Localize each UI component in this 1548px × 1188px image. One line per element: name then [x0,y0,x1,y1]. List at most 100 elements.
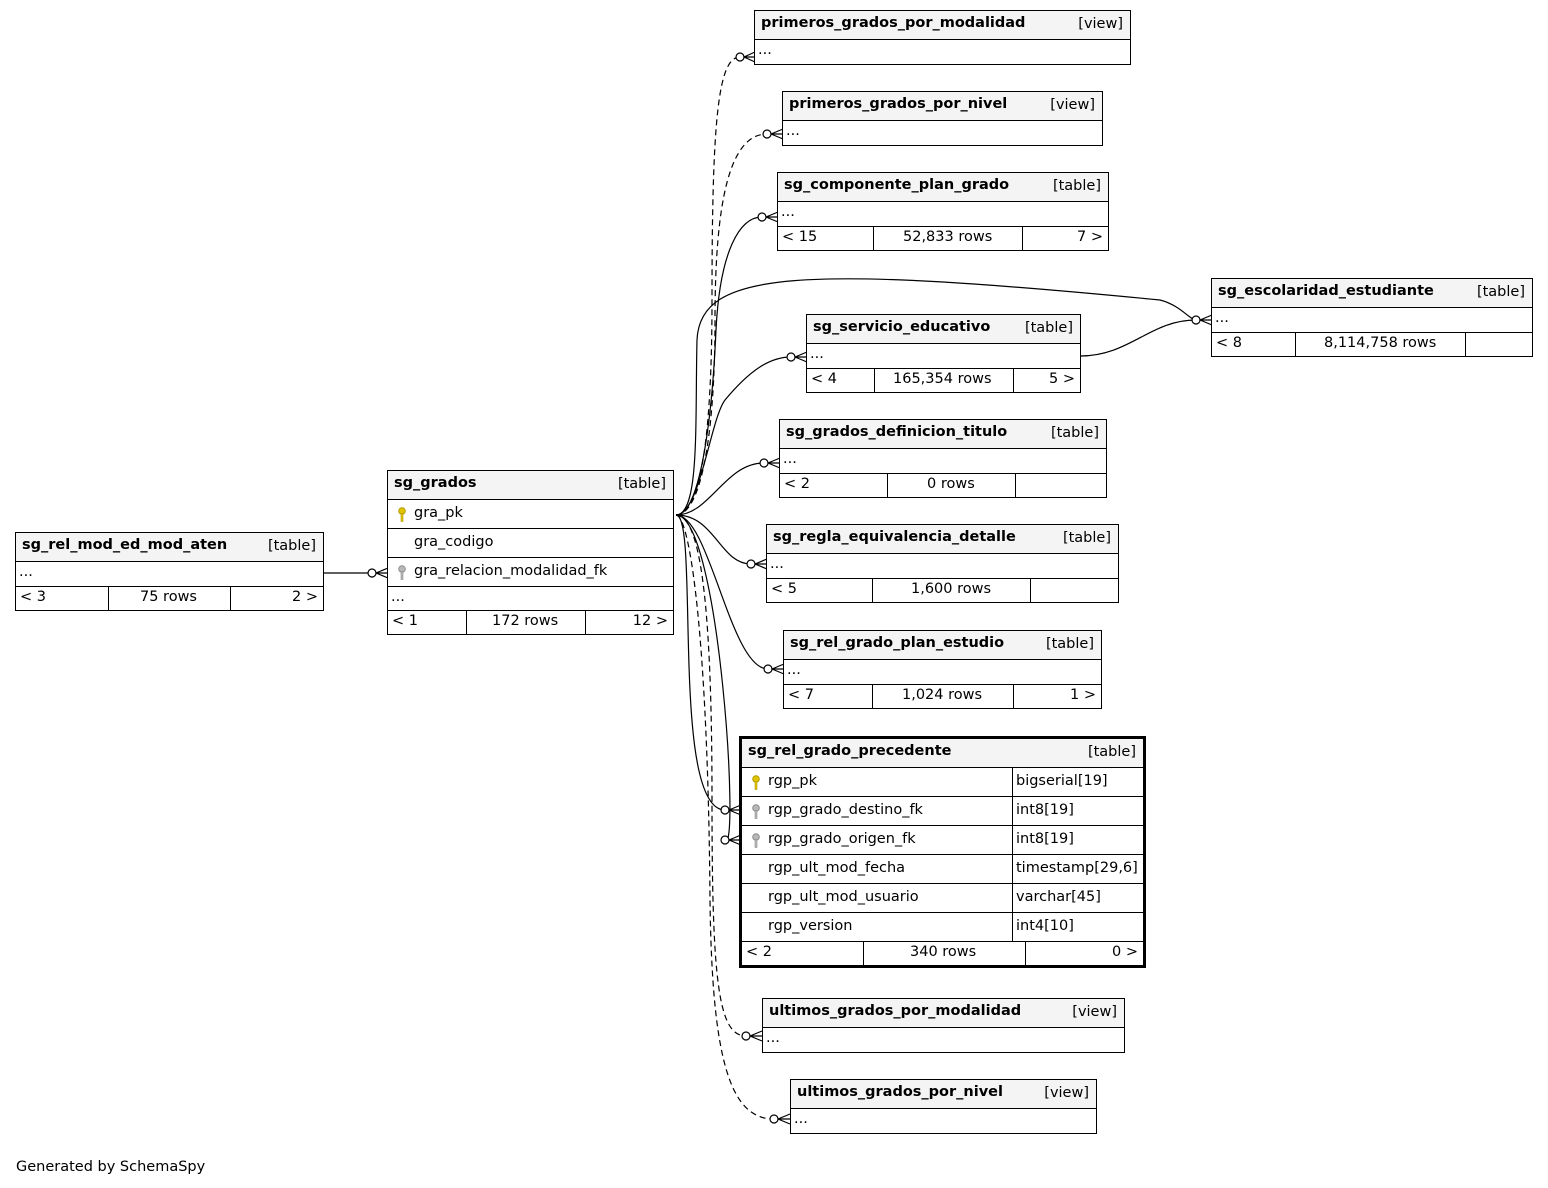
parents-count[interactable]: < 8 [1216,335,1242,351]
column-row: rgp_grado_origen_fk int8[19] [742,826,1143,855]
ellipsis: ... [786,123,800,139]
table-header: sg_rel_grado_plan_estudio [table] [784,631,1101,660]
table-name[interactable]: ultimos_grados_por_nivel [797,1084,1003,1100]
table-name[interactable]: sg_escolaridad_estudiante [1218,283,1434,299]
table-header: sg_componente_plan_grado [table] [778,173,1108,202]
table-sg-servicio-educativo[interactable]: sg_servicio_educativo [table] ... < 4 16… [806,314,1081,393]
column-row: rgp_grado_destino_fk int8[19] [742,797,1143,826]
parents-count[interactable]: < 2 [784,476,810,492]
table-header: sg_servicio_educativo [table] [807,315,1080,344]
crows-foot [375,567,389,579]
ellipsis: ... [391,589,405,605]
column-name[interactable]: rgp_ult_mod_fecha [768,860,906,876]
children-count[interactable]: 12 > [632,613,668,629]
column-name[interactable]: rgp_pk [768,773,817,789]
table-name[interactable]: primeros_grados_por_nivel [789,96,1008,112]
table-footer: < 2 0 rows [780,474,1106,497]
table-header: sg_regla_equivalencia_detalle [table] [767,525,1118,554]
edge-sg-servicio-to-escolaridad [1079,319,1197,357]
column-name[interactable]: rgp_ult_mod_usuario [768,889,919,905]
table-name[interactable]: sg_servicio_educativo [813,319,991,335]
edge-sg-grados-definicion-titulo [675,462,765,516]
table-name[interactable]: sg_regla_equivalencia_detalle [773,529,1016,545]
children-count[interactable]: 1 > [1070,687,1096,703]
table-sg-componente-plan-grado[interactable]: sg_componente_plan_grado [table] ... < 1… [777,172,1109,251]
edge-end-circle [735,52,745,62]
parents-count[interactable]: < 2 [746,944,772,960]
column-row: rgp_ult_mod_fecha timestamp[29,6] [742,855,1143,884]
column-type: int8[19] [1016,831,1074,847]
table-sg-regla-equivalencia-detalle[interactable]: sg_regla_equivalencia_detalle [table] ..… [766,524,1119,603]
edge-end-circle [769,1114,779,1124]
edge-primeros-grados-por-nivel [675,133,768,516]
table-sg-rel-mod-ed-mod-aten[interactable]: sg_rel_mod_ed_mod_aten [table] ... < 3 7… [15,532,324,611]
table-sg-escolaridad-estudiante[interactable]: sg_escolaridad_estudiante [table] ... < … [1211,278,1533,357]
crows-foot [767,457,781,469]
table-ellipsis-row: ... [763,1028,1124,1052]
children-count[interactable]: 2 > [292,589,318,605]
column-name[interactable]: rgp_grado_destino_fk [768,802,923,818]
table-name[interactable]: sg_grados [394,475,477,491]
table-type: [table] [267,538,316,554]
edge-end-circle [757,212,767,222]
ellipsis: ... [810,346,824,362]
column-type: int4[10] [1016,918,1074,934]
table-header: sg_grados_definicion_titulo [table] [780,420,1106,449]
table-header: primeros_grados_por_modalidad [view] [755,11,1130,40]
table-ellipsis-row: ... [783,121,1102,145]
edge-end-circle [741,1031,751,1041]
column-name[interactable]: gra_codigo [414,534,494,550]
parents-count[interactable]: < 4 [811,371,837,387]
table-name[interactable]: sg_rel_grado_plan_estudio [790,635,1005,651]
table-name[interactable]: primeros_grados_por_modalidad [761,15,1026,31]
table-ellipsis-row: ... [780,449,1106,474]
table-name[interactable]: sg_grados_definicion_titulo [786,424,1008,440]
column-name[interactable]: rgp_grado_origen_fk [768,831,916,847]
table-type: [table] [1050,425,1099,441]
parents-count[interactable]: < 15 [782,229,818,245]
table-ultimos-grados-por-nivel[interactable]: ultimos_grados_por_nivel [view] ... [790,1079,1097,1134]
table-sg-rel-grado-precedente[interactable]: sg_rel_grado_precedente [table] rgp_pk b… [739,736,1146,968]
table-ellipsis-row: ... [807,344,1080,369]
column-type: bigserial[19] [1016,773,1108,789]
table-ellipsis-row: ... [778,202,1108,227]
crows-foot [749,1030,763,1042]
table-type: [view] [1044,1085,1089,1101]
table-primeros-grados-por-modalidad[interactable]: primeros_grados_por_modalidad [view] ... [754,10,1131,65]
column-name[interactable]: gra_relacion_modalidad_fk [414,563,608,579]
parents-count[interactable]: < 3 [20,589,46,605]
table-type: [table] [1087,744,1136,760]
foreign-key-icon [398,565,406,580]
table-ultimos-grados-por-modalidad[interactable]: ultimos_grados_por_modalidad [view] ... [762,998,1125,1053]
table-sg-rel-grado-plan-estudio[interactable]: sg_rel_grado_plan_estudio [table] ... < … [783,630,1102,709]
ellipsis: ... [1215,310,1229,326]
table-type: [table] [1062,530,1111,546]
column-name[interactable]: gra_pk [414,505,463,521]
children-count[interactable]: 7 > [1077,229,1103,245]
row-count: 172 rows [492,613,559,629]
row-count: 340 rows [910,944,977,960]
column-row: gra_pk [388,500,673,529]
table-header: sg_rel_mod_ed_mod_aten [table] [16,533,323,562]
children-count[interactable]: 0 > [1112,944,1138,960]
table-primeros-grados-por-nivel[interactable]: primeros_grados_por_nivel [view] ... [782,91,1103,146]
children-count[interactable]: 5 > [1049,371,1075,387]
table-name[interactable]: ultimos_grados_por_modalidad [769,1003,1022,1019]
parents-count[interactable]: < 7 [788,687,814,703]
table-sg-grados[interactable]: sg_grados [table] gra_pk gra_codigo gra_… [387,470,674,635]
crows-foot [765,211,779,223]
table-name[interactable]: sg_componente_plan_grado [784,177,1010,193]
column-row: gra_relacion_modalidad_fk [388,558,673,587]
ellipsis: ... [787,662,801,678]
parents-count[interactable]: < 1 [392,613,418,629]
table-footer: < 15 52,833 rows 7 > [778,227,1108,250]
primary-key-icon [752,775,760,790]
parents-count[interactable]: < 5 [771,581,797,597]
edge-sg-escolaridad-estudiante [675,278,1197,516]
column-type: timestamp[29,6] [1016,860,1138,876]
table-name[interactable]: sg_rel_mod_ed_mod_aten [22,537,228,553]
row-count: 1,024 rows [902,687,983,703]
table-sg-grados-definicion-titulo[interactable]: sg_grados_definicion_titulo [table] ... … [779,419,1107,498]
column-name[interactable]: rgp_version [768,918,853,934]
table-name[interactable]: sg_rel_grado_precedente [748,743,952,759]
